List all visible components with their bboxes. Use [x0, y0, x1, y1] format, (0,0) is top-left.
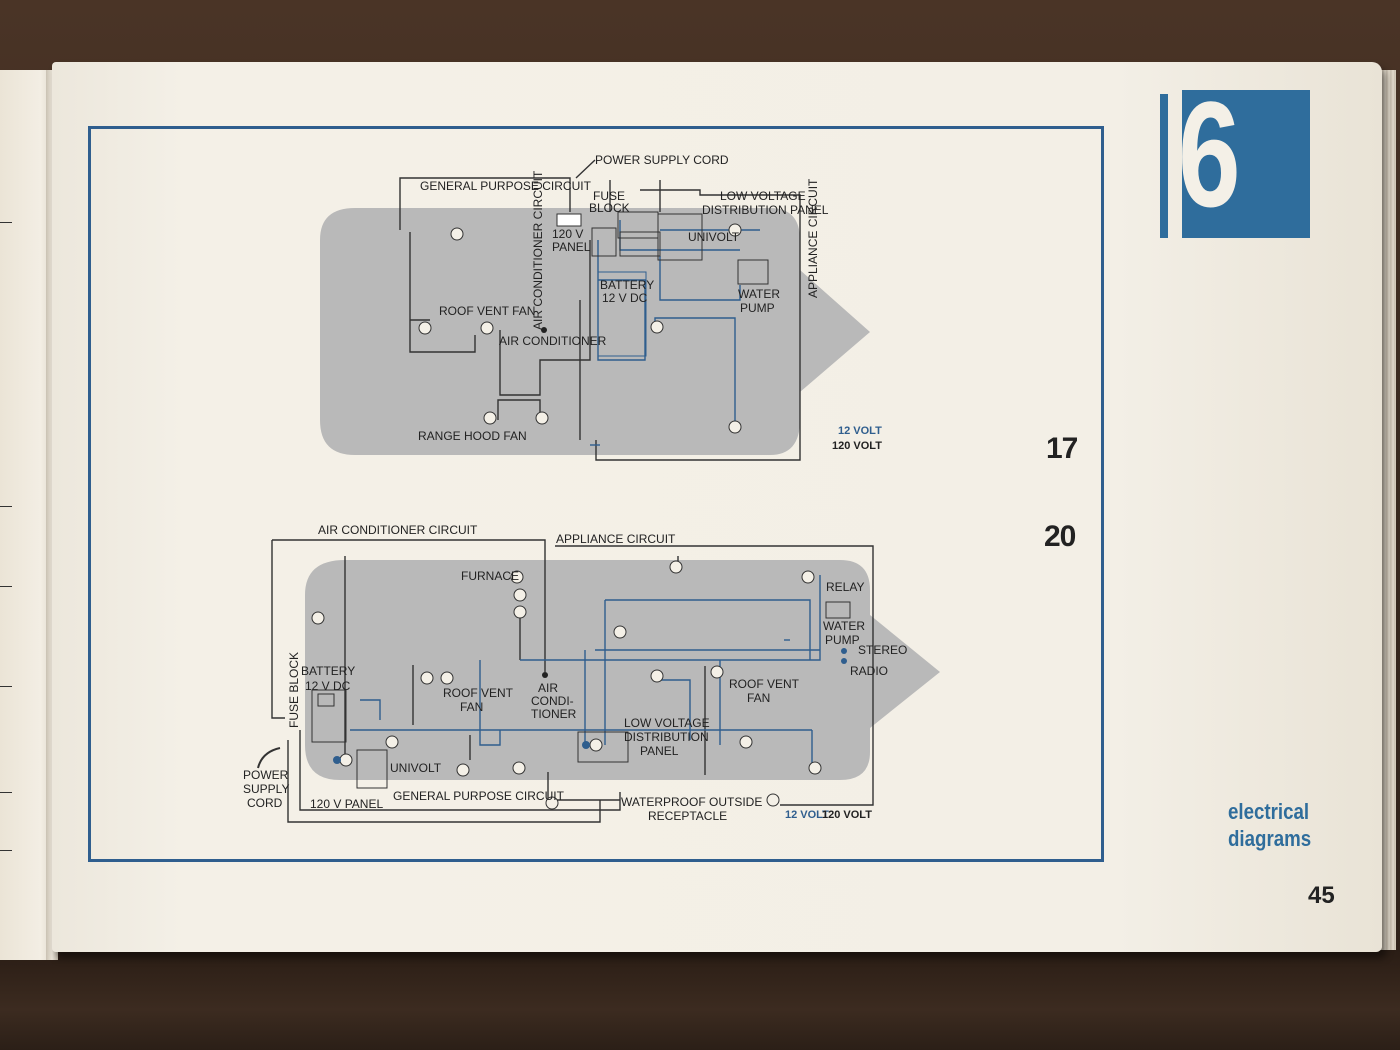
svg-text:BATTERY: BATTERY [600, 278, 654, 292]
page-number: 45 [1308, 882, 1335, 909]
svg-text:FAN: FAN [747, 691, 770, 705]
label-ac-circuit: AIR CONDITIONER CIRCUIT [531, 170, 545, 330]
trailer-outline-17 [320, 208, 870, 455]
svg-text:120 V PANEL: 120 V PANEL [310, 797, 383, 811]
svg-text:LOW VOLTAGE: LOW VOLTAGE [720, 189, 806, 203]
svg-text:FUSE BLOCK: FUSE BLOCK [287, 652, 301, 728]
svg-text:PUMP: PUMP [825, 633, 860, 647]
model-number-17: 17 [1046, 432, 1078, 465]
svg-text:RADIO: RADIO [850, 664, 888, 678]
svg-text:12 VOLT: 12 VOLT [838, 425, 882, 437]
svg-text:12 VOLT: 12 VOLT [785, 809, 829, 821]
label-ac-circuit-20: AIR CONDITIONER CIRCUIT [318, 523, 478, 537]
svg-text:WATERPROOF OUTSIDE: WATERPROOF OUTSIDE [621, 795, 762, 809]
svg-text:120 VOLT: 120 VOLT [832, 440, 882, 452]
chapter-tab: 6 [1160, 70, 1310, 238]
svg-text:120 VOLT: 120 VOLT [822, 809, 872, 821]
svg-text:POWER: POWER [243, 768, 289, 782]
svg-text:PANEL: PANEL [552, 240, 591, 254]
model-number-20: 20 [1044, 520, 1076, 553]
svg-text:BLOCK: BLOCK [589, 201, 630, 215]
svg-text:CORD: CORD [247, 796, 283, 810]
label-appliance-circuit-20: APPLIANCE CIRCUIT [556, 532, 676, 546]
svg-text:DISTRIBUTION PANEL: DISTRIBUTION PANEL [702, 203, 829, 217]
diagram-frame [88, 126, 1104, 862]
svg-text:GENERAL PURPOSE CIRCUIT: GENERAL PURPOSE CIRCUIT [393, 789, 565, 803]
svg-text:12 V DC: 12 V DC [305, 679, 351, 693]
svg-text:UNIVOLT: UNIVOLT [390, 761, 442, 775]
label-appliance-circuit: APPLIANCE CIRCUIT [806, 178, 820, 298]
svg-text:BATTERY: BATTERY [301, 664, 355, 678]
svg-text:STEREO: STEREO [858, 643, 907, 657]
diagram-20: AIR CONDITIONER CIRCUIT APPLIANCE CIRCUI… [243, 523, 940, 823]
svg-text:RELAY: RELAY [826, 580, 864, 594]
svg-text:WATER: WATER [823, 619, 865, 633]
diagram-17: POWER SUPPLY CORD GENERAL PURPOSE CIRCUI… [320, 153, 882, 461]
svg-text:LOW VOLTAGE: LOW VOLTAGE [624, 716, 710, 730]
label-power-supply-cord: POWER SUPPLY CORD [595, 153, 729, 167]
svg-text:SUPPLY: SUPPLY [243, 782, 289, 796]
svg-text:FURNACE: FURNACE [461, 569, 519, 583]
trailer-outline-20 [305, 560, 940, 780]
svg-text:CONDI-: CONDI- [531, 694, 574, 708]
svg-text:PUMP: PUMP [740, 301, 775, 315]
section-title: electrical diagrams [1228, 799, 1312, 851]
svg-text:12 V DC: 12 V DC [602, 291, 648, 305]
label-general-purpose-circuit: GENERAL PURPOSE CIRCUIT [420, 179, 592, 193]
svg-text:TIONER: TIONER [531, 707, 577, 721]
svg-text:DISTRIBUTION: DISTRIBUTION [624, 730, 709, 744]
svg-text:FUSE: FUSE [593, 189, 625, 203]
svg-text:ROOF VENT: ROOF VENT [729, 677, 800, 691]
svg-text:UNIVOLT: UNIVOLT [688, 230, 740, 244]
svg-text:AIR: AIR [538, 681, 558, 695]
svg-text:ROOF VENT FAN: ROOF VENT FAN [439, 304, 535, 318]
table-edge [0, 950, 1400, 1050]
svg-text:RANGE HOOD FAN: RANGE HOOD FAN [418, 429, 527, 443]
svg-text:RECEPTACLE: RECEPTACLE [648, 809, 727, 823]
svg-text:WATER: WATER [738, 287, 780, 301]
chapter-number: 6 [1178, 70, 1241, 238]
svg-text:PANEL: PANEL [640, 744, 679, 758]
svg-text:AIR CONDITIONER: AIR CONDITIONER [499, 334, 607, 348]
svg-text:FAN: FAN [460, 700, 483, 714]
svg-text:ROOF VENT: ROOF VENT [443, 686, 514, 700]
svg-text:120 V: 120 V [552, 227, 583, 241]
